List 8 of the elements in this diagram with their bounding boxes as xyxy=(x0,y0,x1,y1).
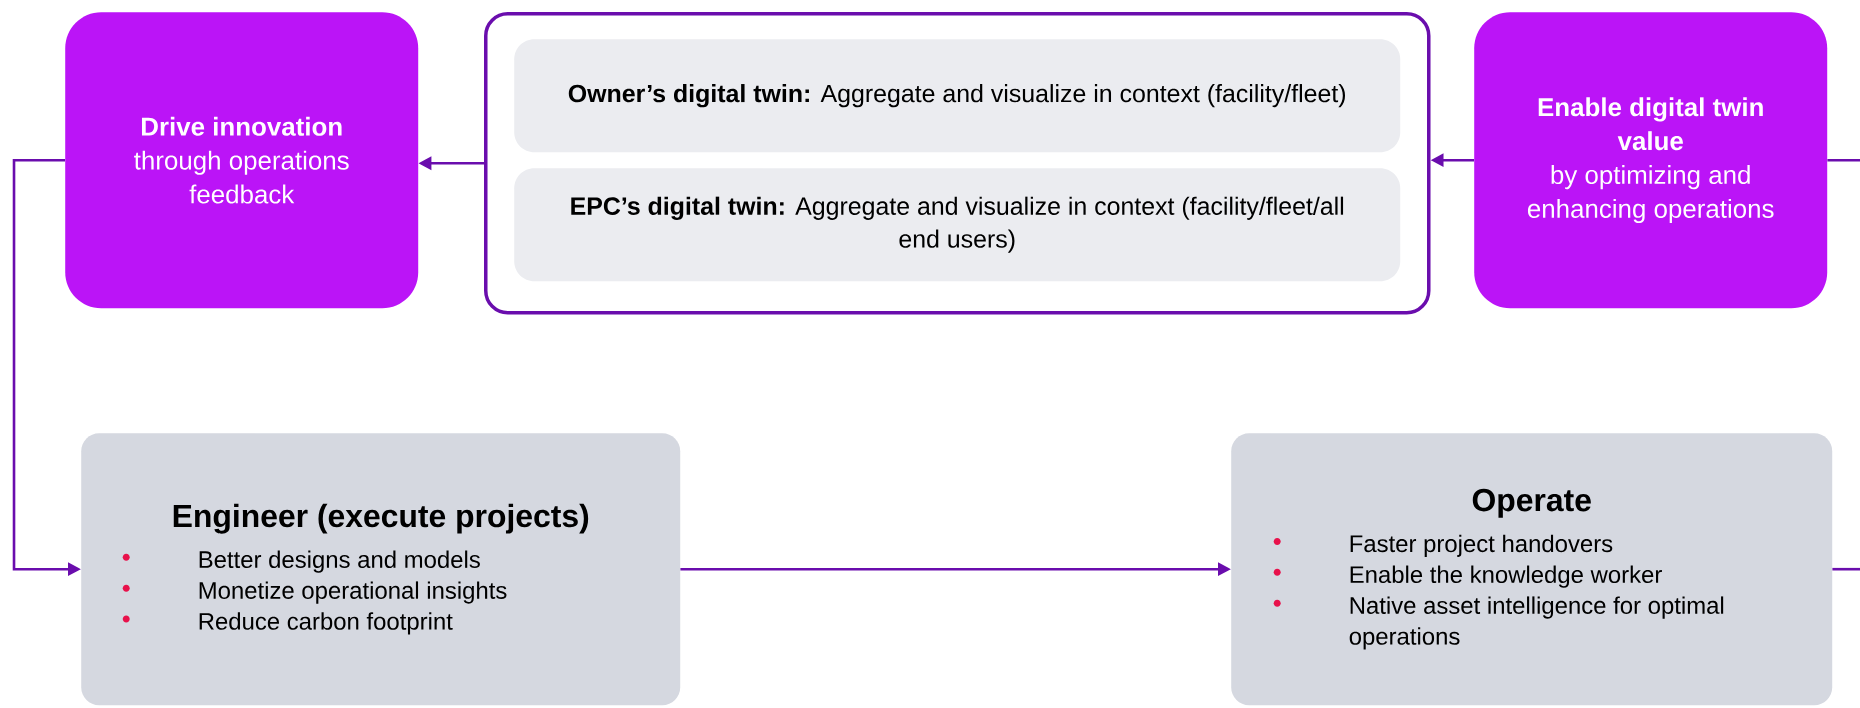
info-panel: EPC’s digital twin: Aggregate and visualize in context (facility/fleet/all end users) xyxy=(514,168,1401,282)
connector-line xyxy=(1832,567,1860,571)
connector-line xyxy=(1827,158,1860,162)
stage-card: Engineer (execute projects) Better designs and models Monetize operational insights Reduce carbon footprint xyxy=(81,433,681,706)
info-panel: Owner’s digital twin: Aggregate and visualize in context (facility/fleet) xyxy=(514,39,1401,153)
stage-card: Operate Faster project handovers Enable the knowledge worker Native asset intelligence for optimal operations xyxy=(1231,433,1833,706)
highlight-box: Enable digital twin value by optimizing and enhancing operations xyxy=(1474,12,1828,309)
highlight-box: Drive innovation through operations feedback xyxy=(65,12,419,309)
